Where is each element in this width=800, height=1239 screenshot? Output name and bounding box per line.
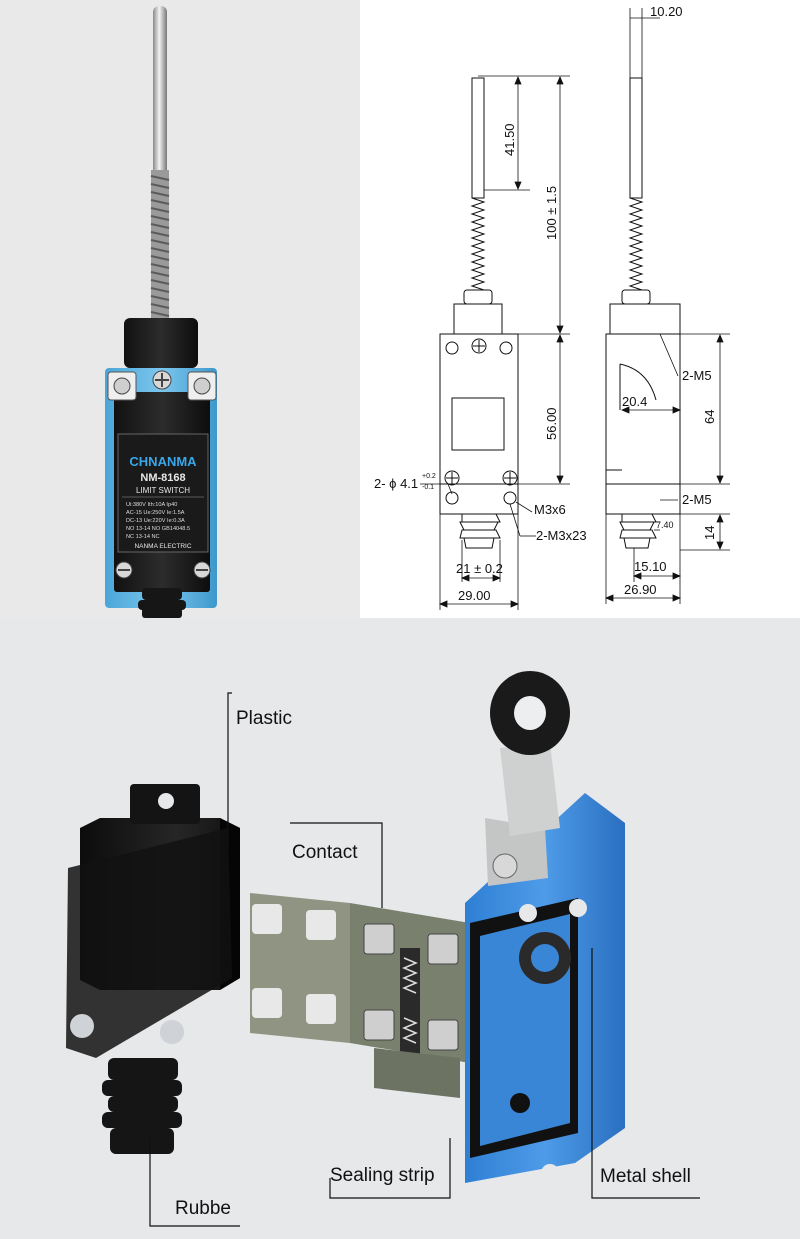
metal-shell [465, 793, 625, 1183]
actuator-spring [150, 170, 170, 320]
switch-head [124, 318, 198, 368]
type-label: LIMIT SWITCH [136, 486, 190, 495]
contact-label: Contact [292, 842, 358, 863]
side-view [605, 77, 681, 549]
contact-leader [290, 822, 383, 908]
dim-total-length: 100 ± 1.5 [544, 186, 559, 240]
rating-line: AC-15 Ue:250V Ie:1.5A [126, 510, 185, 516]
plastic-leader [227, 692, 232, 848]
exploded-diagram: Plastic Contact Sealing strip Metal shel… [66, 671, 700, 1227]
rating-line: NO 13-14 NO GB14048.5 [126, 526, 190, 532]
rubber-leader [149, 1138, 240, 1227]
contact-block [250, 893, 470, 1098]
front-view [439, 77, 519, 549]
dim-base-offset: 15.10 [634, 559, 667, 574]
roller-wheel [490, 671, 570, 755]
dim-mount-hole: 2- ϕ 4.1 [374, 476, 418, 491]
technical-drawing: 10.20 41.50 100 ± 1.5 56.00 2- ϕ 4.1 +0.… [374, 4, 730, 610]
label-plate [117, 433, 209, 553]
dim-body-height: 56.00 [544, 407, 559, 440]
dim-m3x6: M3x6 [534, 502, 566, 517]
rating-line: NC 13-14 NC [126, 534, 160, 540]
rubber-label: Rubbe [175, 1198, 231, 1219]
rubber-boot [138, 588, 186, 618]
rating-line: Ui:380V Ith:10A Ip40 [126, 502, 177, 508]
roller-lever [485, 743, 560, 886]
rating-line: DC-13 Ue:220V Ie:0.3A [126, 518, 185, 524]
rubber-boot [102, 1058, 182, 1154]
dim-side-depth: 20.4 [622, 394, 647, 409]
model-label: NM-8168 [140, 472, 185, 484]
plastic-label: Plastic [236, 708, 292, 729]
dim-bottom-height: 14 [702, 526, 717, 540]
dim-plunger-width: 21 ± 0.2 [456, 561, 503, 576]
metal-shell-label: Metal shell [600, 1166, 691, 1187]
brand-label: CHNANMA [129, 454, 197, 469]
dim-side-width: 26.90 [624, 582, 657, 597]
dim-rod-length: 41.50 [502, 123, 517, 156]
plastic-cover-lower [66, 828, 232, 1058]
sealing-strip-label: Sealing strip [330, 1165, 435, 1186]
dim-m3x23: 2-M3x23 [536, 528, 587, 543]
sealing-strip-leader [329, 1138, 451, 1199]
dim-mount-hole-tol-lower: -0.1 [422, 484, 434, 491]
product-photo: CHNANMA NM-8168 LIMIT SWITCH Ui:380V Ith… [0, 0, 360, 618]
limit-switch-photo: CHNANMA NM-8168 LIMIT SWITCH Ui:380V Ith… [105, 6, 217, 618]
dim-m5-top: 2-M5 [682, 368, 712, 383]
dim-mount-hole-tol-upper: +0.2 [422, 473, 436, 480]
dim-m5-bottom: 2-M5 [682, 492, 712, 507]
dimension-drawing: 10.20 41.50 100 ± 1.5 56.00 2- ϕ 4.1 +0.… [360, 0, 800, 618]
metal-shell-leader [591, 948, 700, 1199]
dim-step: 7.40 [656, 520, 674, 530]
actuator-rod [153, 6, 167, 176]
exploded-view: Plastic Contact Sealing strip Metal shel… [0, 618, 800, 1239]
dim-side-height: 64 [702, 410, 717, 424]
dim-body-width: 29.00 [458, 588, 491, 603]
maker-label: NANMA ELECTRIC [134, 543, 191, 550]
dim-top-width: 10.20 [650, 4, 683, 19]
